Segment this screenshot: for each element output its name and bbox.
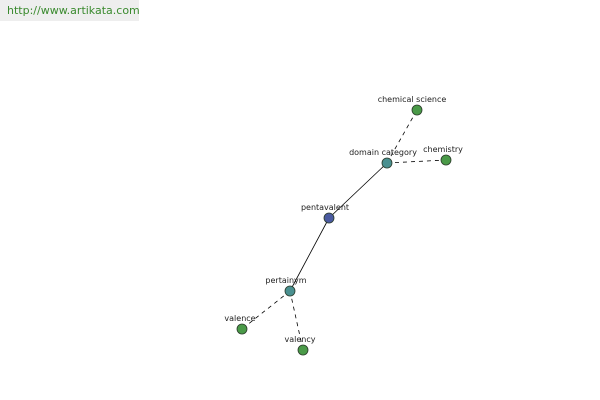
graph-nodes bbox=[236, 104, 452, 356]
node-chemistry[interactable] bbox=[440, 154, 452, 166]
node-valence[interactable] bbox=[236, 323, 248, 335]
edge-pentavalent-to-domain-category bbox=[328, 162, 388, 219]
node-label-pentavalent[interactable]: pentavalent bbox=[301, 203, 349, 212]
node-label-pertainym[interactable]: pertainym bbox=[265, 276, 306, 285]
node-label-valence[interactable]: valence bbox=[224, 314, 255, 323]
edge-domain-category-to-chemistry bbox=[386, 159, 447, 164]
node-pentavalent[interactable] bbox=[323, 212, 335, 224]
node-valency[interactable] bbox=[297, 344, 309, 356]
graph-edges bbox=[241, 109, 447, 351]
edge-pertainym-to-valence bbox=[241, 290, 291, 330]
edge-domain-category-to-chemical-science bbox=[386, 109, 418, 164]
url-banner: http://www.artikata.com bbox=[0, 0, 140, 21]
node-domain-category[interactable] bbox=[381, 157, 393, 169]
node-pertainym[interactable] bbox=[284, 285, 296, 297]
edge-pentavalent-to-pertainym bbox=[289, 217, 330, 292]
node-label-chemical-science[interactable]: chemical science bbox=[378, 95, 447, 104]
node-label-chemistry[interactable]: chemistry bbox=[423, 145, 463, 154]
edge-pertainym-to-valency bbox=[289, 290, 304, 351]
site-url-link[interactable]: http://www.artikata.com bbox=[7, 4, 140, 17]
node-chemical-science[interactable] bbox=[411, 104, 423, 116]
node-label-domain-category[interactable]: domain category bbox=[349, 148, 417, 157]
graph-labels: pentavalent domain category chemical scien… bbox=[224, 95, 463, 344]
node-label-valency[interactable]: valency bbox=[285, 335, 316, 344]
